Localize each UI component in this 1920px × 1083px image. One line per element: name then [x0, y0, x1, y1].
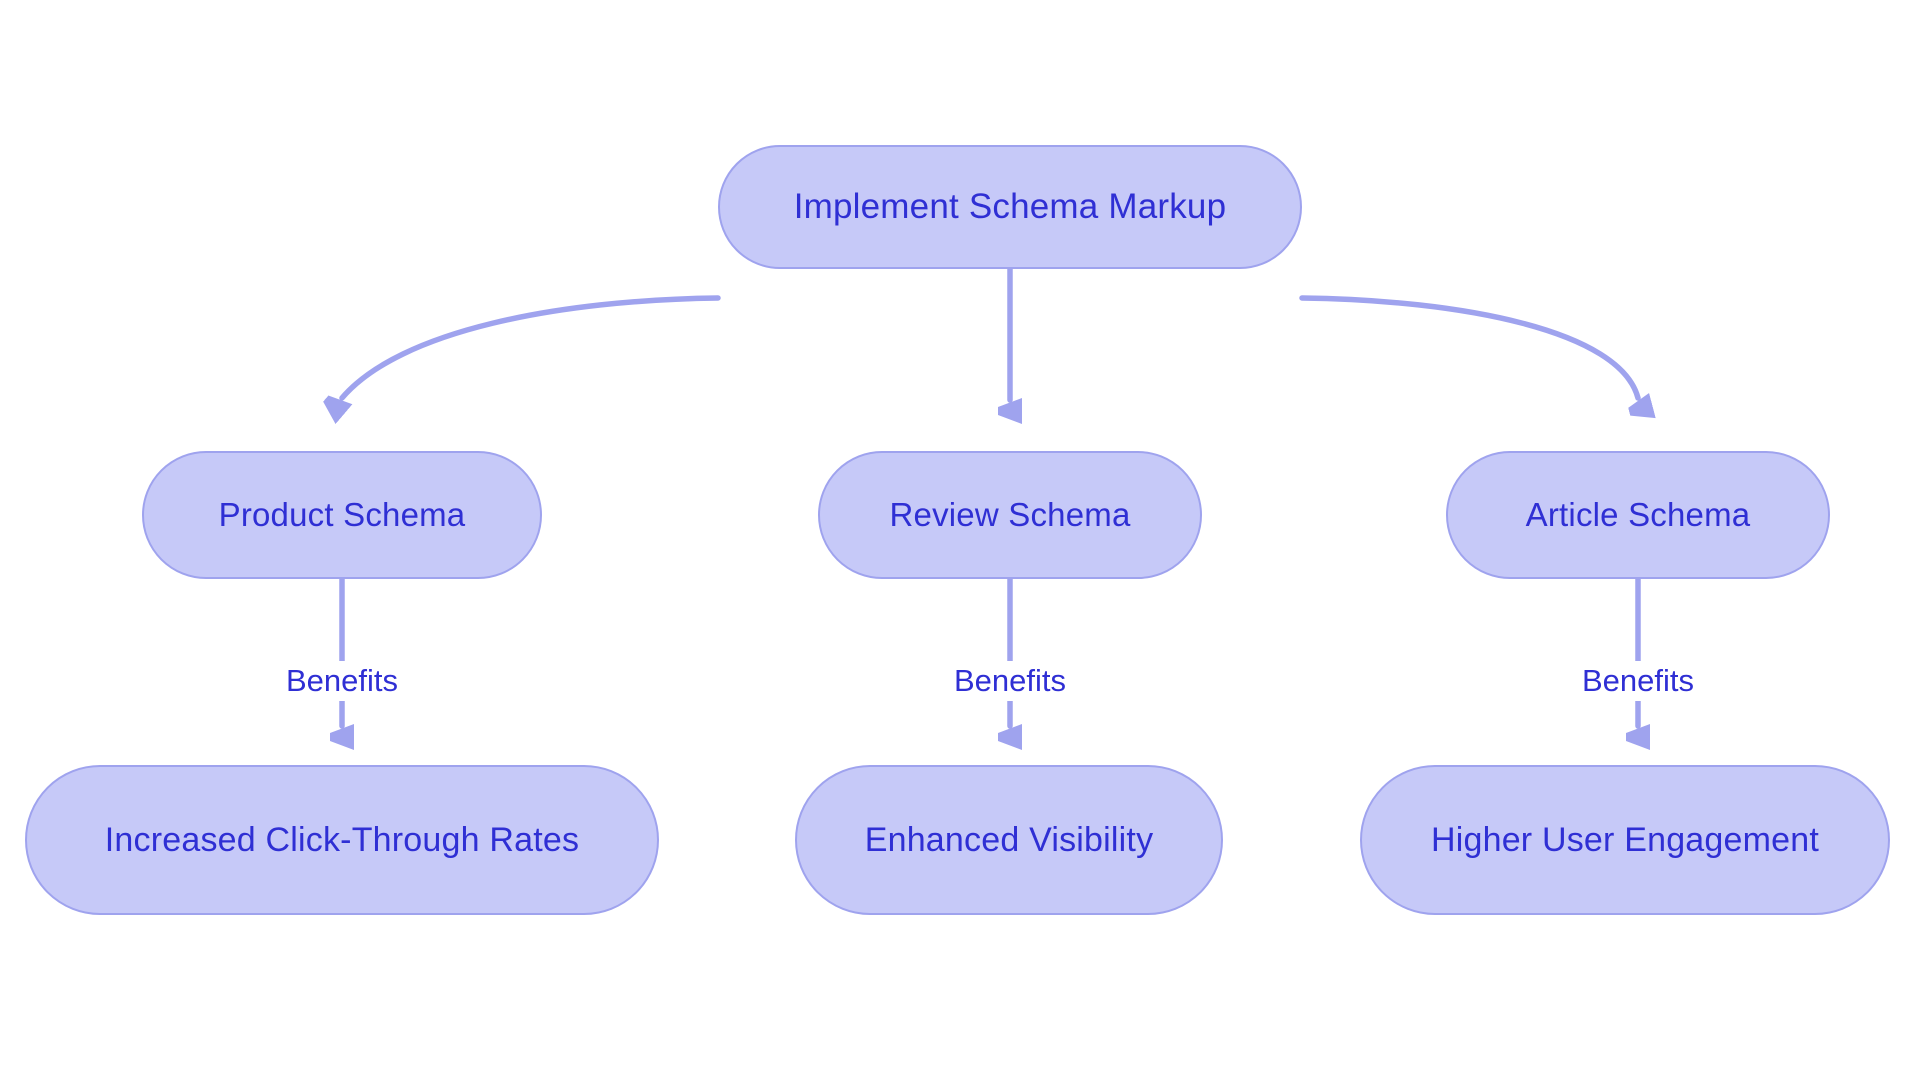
edge-root-to-article: [1299, 295, 1656, 419]
node-implement-schema-markup[interactable]: Implement Schema Markup: [718, 145, 1302, 269]
node-label: Higher User Engagement: [1430, 820, 1820, 859]
node-label: Article Schema: [1525, 496, 1751, 533]
node-enhanced-visibility[interactable]: Enhanced Visibility: [795, 765, 1223, 915]
node-increased-click-through-rates[interactable]: Increased Click-Through Rates: [25, 765, 659, 915]
edge-label-benefits-center: Benefits: [944, 661, 1076, 701]
node-higher-user-engagement[interactable]: Higher User Engagement: [1360, 765, 1890, 915]
edge-label-benefits-left: Benefits: [276, 661, 408, 701]
node-article-schema[interactable]: Article Schema: [1446, 451, 1830, 579]
node-review-schema[interactable]: Review Schema: [818, 451, 1202, 579]
node-label: Increased Click-Through Rates: [104, 820, 580, 859]
edge-label-benefits-right: Benefits: [1572, 661, 1704, 701]
node-label: Product Schema: [218, 496, 466, 533]
node-label: Enhanced Visibility: [864, 820, 1154, 859]
node-label: Implement Schema Markup: [793, 187, 1227, 226]
node-label: Review Schema: [889, 496, 1131, 533]
node-product-schema[interactable]: Product Schema: [142, 451, 542, 579]
edge-root-to-product: [323, 295, 721, 425]
